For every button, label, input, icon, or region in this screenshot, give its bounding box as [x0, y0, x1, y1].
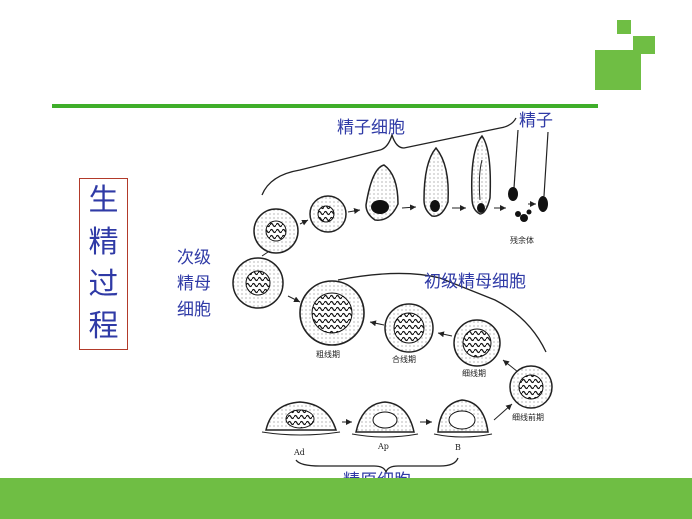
preleptotene-cell — [509, 365, 553, 409]
spermatogonia-b — [433, 399, 493, 438]
preleptotene-label: 细线前期 — [512, 412, 544, 422]
leptotene-cell — [453, 319, 501, 367]
spermatid-elongating-2 — [423, 146, 449, 217]
spermatid-elongating-3 — [470, 134, 492, 215]
spermatid-label: 精子细胞 — [337, 118, 405, 138]
secondary-spermatocyte-top — [253, 208, 299, 254]
spermatid-elongating-1 — [365, 164, 399, 221]
title-char-1: 生 — [88, 183, 119, 218]
sperm-label: 精子 — [519, 111, 553, 131]
title-char-3: 过 — [88, 267, 119, 302]
b-label: B — [455, 443, 461, 452]
zygotene-cell — [384, 303, 434, 353]
header-divider — [52, 104, 598, 108]
residual-body-label: 残余体 — [510, 235, 534, 245]
zygotene-label: 合线期 — [392, 354, 416, 364]
spermatogonia-brace — [295, 457, 459, 475]
spermatid-round — [309, 195, 347, 233]
secondary-spermatocyte-bottom — [232, 257, 284, 309]
sperm-1 — [508, 129, 519, 201]
ad-label: Ad — [293, 448, 305, 457]
pachytene-cell — [299, 280, 365, 346]
leptotene-label: 细线期 — [462, 368, 486, 378]
secondary-spermatocyte-label-3: 细胞 — [177, 300, 211, 320]
bottom-band — [0, 478, 692, 519]
residual-body — [515, 209, 532, 222]
logo-icon — [595, 20, 655, 90]
title-char-2: 精 — [88, 225, 119, 260]
primary-spermatocyte-label: 初级精母细胞 — [424, 272, 526, 292]
spermatid-brace — [261, 117, 517, 196]
pachytene-label: 粗线期 — [316, 349, 340, 359]
spermatogonia-ap — [351, 401, 419, 438]
primary-brace — [337, 272, 547, 353]
title-char-4: 程 — [88, 309, 119, 344]
sperm-2 — [538, 131, 549, 212]
vertical-title: 生 精 过 程 — [79, 178, 128, 350]
ap-label: Ap — [377, 442, 389, 451]
secondary-spermatocyte-label-1: 次级 — [177, 248, 211, 268]
spermatogonia-ad — [261, 401, 341, 436]
secondary-spermatocyte-label-2: 精母 — [177, 274, 211, 294]
